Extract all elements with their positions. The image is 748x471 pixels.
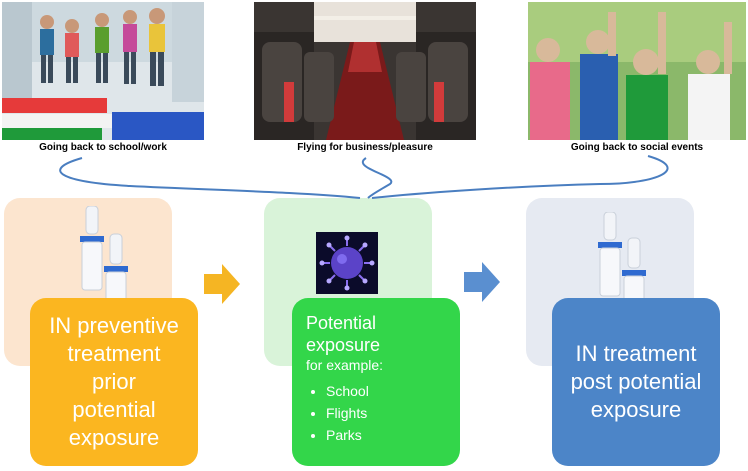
example-item-flights: Flights	[326, 402, 460, 424]
example-item-school: School	[326, 380, 460, 402]
airplane-cabin-photo	[254, 2, 476, 140]
preventive-line-1: IN preventive	[49, 313, 179, 338]
potential-exposure-box: Potential exposure for example: School F…	[292, 298, 460, 466]
preventive-line-3: prior	[91, 369, 136, 394]
exposure-title-line-2: exposure	[306, 335, 381, 355]
arrow-right-icon	[464, 262, 500, 302]
post-line-2: post potential	[570, 369, 702, 394]
post-line-3: exposure	[590, 397, 682, 422]
exposure-examples-list: School Flights Parks	[306, 380, 460, 446]
connector-school	[59, 157, 361, 199]
virus-icon	[316, 232, 378, 294]
preventive-line-5: exposure	[68, 425, 160, 450]
exposure-subtitle: for example:	[306, 357, 384, 373]
preventive-line-4: potential	[72, 397, 156, 422]
connector-flying	[362, 157, 393, 199]
arrow-right-icon	[204, 264, 240, 304]
preventive-treatment-box: IN preventive treatment prior potential …	[30, 298, 198, 466]
flying-caption: Flying for business/pleasure	[297, 142, 433, 153]
preventive-line-2: treatment	[67, 341, 161, 366]
school-children-photo	[2, 2, 204, 140]
post-treatment-box: IN treatment post potential exposure	[552, 298, 720, 466]
social-caption: Going back to social events	[570, 142, 704, 153]
connector-social	[371, 155, 669, 199]
exposure-title-line-1: Potential	[306, 313, 377, 333]
seniors-social-photo	[528, 2, 746, 140]
school-caption: Going back to school/work	[39, 142, 167, 153]
post-line-1: IN treatment	[575, 341, 697, 366]
example-item-parks: Parks	[326, 424, 460, 446]
